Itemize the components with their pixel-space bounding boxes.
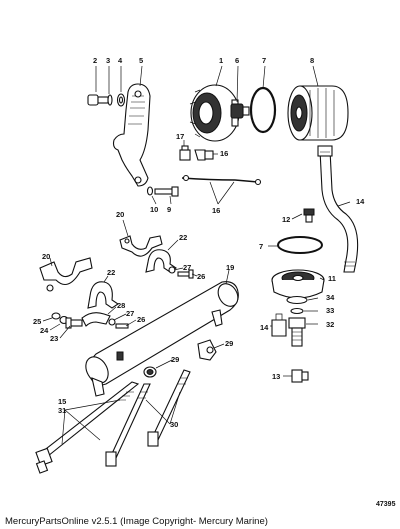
callout-26-upper: 26 [197,272,205,281]
leader-lines [42,65,351,445]
callout-6: 6 [235,56,239,65]
fitting-part-29-left [143,366,157,378]
fitting-part-17 [179,145,191,161]
nut-part-27-lower [108,318,116,326]
washer-part-4 [116,93,126,107]
oil-filter-part-8 [287,85,349,141]
fitting-part-13 [291,369,309,383]
callout-32: 32 [326,320,334,329]
callout-29-left: 29 [171,355,179,364]
figure-number: 47395 [376,501,396,508]
callout-2: 2 [93,56,97,65]
callout-26-lower: 26 [137,315,145,324]
washer-part-25 [51,312,61,320]
clamp-part-20-upper [119,235,163,257]
hose-part-30 [105,369,191,467]
callout-12: 12 [282,215,290,224]
callout-20-upper: 20 [116,210,124,219]
callout-11: 11 [328,274,336,283]
callout-27-upper: 27 [183,263,191,272]
callout-1: 1 [219,56,223,65]
clamp-part-22-upper [145,249,177,273]
washer-part-3 [107,94,113,106]
callout-25: 25 [33,317,41,326]
o-ring-part-34 [286,295,308,305]
screw-part-26-lower [115,323,129,329]
callout-34: 34 [326,293,335,302]
oil-cooler-part-19 [85,281,239,397]
gasket-part-7-upper [249,86,277,134]
callout-19: 19 [226,263,234,272]
callout-8: 8 [310,56,314,65]
bolt-part-23 [65,317,83,329]
gasket-part-7-lower [277,236,323,254]
washer-part-10 [146,186,154,196]
remote-filter-adapter-part-11 [271,269,325,299]
callout-7-upper: 7 [262,56,266,65]
callout-7-lower: 7 [259,242,263,251]
callout-27-lower: 27 [126,309,134,318]
callout-22-upper: 22 [179,233,187,242]
copyright-footer: MercuryPartsOnline v2.5.1 (Image Copyrig… [5,516,268,527]
bolt-part-9 [154,186,179,197]
callout-16-lower: 16 [212,206,220,215]
screw-part-26-upper [177,269,194,279]
elbow-fitting-part-16 [194,149,214,161]
bolt-part-2 [87,94,109,106]
clip-part-14 [271,313,287,337]
special-bolt-part-32 [288,317,306,347]
hose-part-15-right [317,145,359,273]
callout-10: 10 [150,205,158,214]
callout-23: 23 [50,334,58,343]
callout-29-right: 29 [225,339,233,348]
callout-13: 13 [272,372,280,381]
callout-22-lower: 22 [107,268,115,277]
line-part-16 [181,174,262,186]
elbow-fitting-part-29-right [197,339,217,361]
callout-33: 33 [326,306,334,315]
callout-16-upper: 16 [220,149,228,158]
callout-30: 30 [170,420,178,429]
callout-24: 24 [40,326,49,335]
callout-4: 4 [118,56,123,65]
callout-20-lower: 20 [42,252,50,261]
callout-14: 14 [260,323,269,332]
callout-15-left: 15 [58,397,66,406]
callout-9: 9 [167,205,171,214]
callout-15-right: 14 [356,197,365,206]
clamp-part-22-lower [87,281,119,309]
strap-part-28 [81,312,111,327]
callout-28: 28 [117,301,125,310]
callout-labels: 2 3 4 5 1 6 7 8 17 16 16 10 9 14 12 7 11… [33,56,365,429]
washer-part-33 [290,307,304,315]
callout-31: 31 [58,406,66,415]
nipple-part-6 [230,103,250,119]
plug-part-12 [303,208,315,223]
clamp-part-20-lower [39,257,93,292]
callout-3: 3 [106,56,110,65]
callout-17: 17 [176,132,184,141]
hose-part-15-31 [35,381,140,474]
bracket-part-5 [112,83,151,187]
callout-5: 5 [139,56,143,65]
